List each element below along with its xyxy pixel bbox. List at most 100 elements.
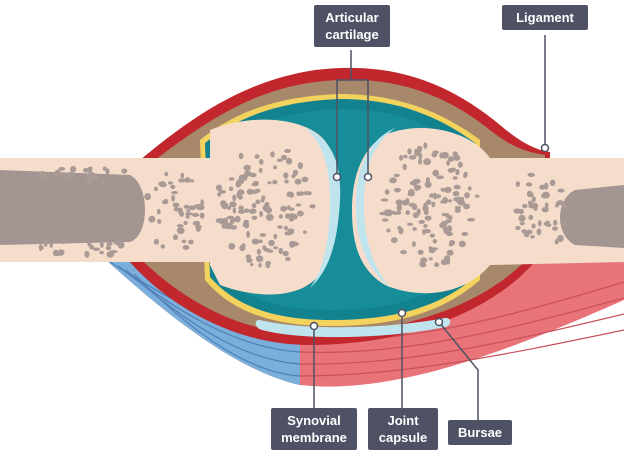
bone-pore xyxy=(443,186,452,193)
bone-pore xyxy=(542,191,550,199)
bone-pore xyxy=(416,208,421,216)
bone-pore xyxy=(121,168,128,174)
label-joint-capsule: Joint capsule xyxy=(368,408,438,450)
bone-pore xyxy=(448,215,453,221)
bone-pore xyxy=(200,199,204,206)
bone-pore xyxy=(411,241,416,247)
bone-pore xyxy=(407,148,412,155)
bone-pore xyxy=(286,191,294,198)
bone-pore xyxy=(180,172,185,179)
bone-pore xyxy=(258,263,262,268)
bone-pore xyxy=(420,263,427,268)
bone-pore xyxy=(162,200,168,205)
bone-pore xyxy=(446,160,450,166)
bone-pore xyxy=(89,172,95,177)
pointer-lines xyxy=(313,35,546,420)
bone-pore xyxy=(292,169,298,176)
bone-pore xyxy=(464,192,470,199)
bone-pore xyxy=(246,230,251,238)
bone-pore xyxy=(556,200,564,205)
bone-pore xyxy=(144,193,152,201)
bone-pore xyxy=(258,167,263,173)
bone-pore xyxy=(406,222,414,226)
bone-pore xyxy=(474,194,480,198)
bone-pore xyxy=(532,202,539,210)
bone-pore xyxy=(528,214,534,220)
bone-pore xyxy=(99,241,104,249)
bone-pore xyxy=(278,247,284,255)
bone-pore xyxy=(519,222,525,226)
bone-pore xyxy=(467,186,472,191)
bone-pore xyxy=(461,231,469,236)
bone-pore xyxy=(251,182,259,187)
bone-pore xyxy=(232,207,237,214)
bone-pore xyxy=(286,157,293,165)
bone-pore xyxy=(284,213,291,219)
bone-pore xyxy=(117,241,125,249)
bone-pore xyxy=(549,179,556,186)
bone-pore xyxy=(185,212,193,216)
bone-pore xyxy=(255,199,261,205)
bone-pore xyxy=(270,151,275,158)
bone-pore xyxy=(267,213,272,218)
bone-pore xyxy=(259,158,264,165)
bone-pore xyxy=(400,250,407,255)
bone-pore xyxy=(412,178,421,184)
bone-pore xyxy=(453,197,458,202)
bone-pore xyxy=(431,201,436,208)
bone-pore xyxy=(436,175,444,180)
bone-pore xyxy=(84,250,90,258)
label-articular-cartilage: Articular cartilage xyxy=(314,5,390,47)
bone-pore xyxy=(389,177,397,184)
bone-pore xyxy=(172,202,180,208)
bone-pore xyxy=(553,219,558,226)
bone-pore xyxy=(43,240,48,247)
label-bursae-line1: Bursae xyxy=(457,425,503,440)
bone-pore xyxy=(444,255,451,261)
bone-pore xyxy=(309,204,316,209)
bone-pore xyxy=(441,212,447,217)
bone-pore xyxy=(190,179,195,183)
bone-pore xyxy=(531,196,536,203)
bone-pore xyxy=(176,224,184,228)
bone-pore xyxy=(156,208,161,215)
bone-pore xyxy=(452,176,458,180)
bone-pore xyxy=(539,184,546,190)
bone-pore xyxy=(265,206,272,214)
bone-pore xyxy=(238,152,244,160)
bone-pore xyxy=(273,165,277,170)
bone-pore xyxy=(264,202,270,207)
right-marrow xyxy=(560,185,624,248)
bone-pore xyxy=(245,254,252,260)
bone-pore xyxy=(447,168,455,173)
bone-pore xyxy=(117,174,124,178)
bone-pore xyxy=(531,223,536,229)
bone-pore xyxy=(159,182,167,188)
left-articular-cartilage xyxy=(305,128,341,288)
bone-pores xyxy=(38,142,572,269)
bone-pore xyxy=(446,249,454,256)
bone-pore xyxy=(457,161,463,168)
bone-pore xyxy=(286,205,291,210)
bone-pore xyxy=(92,175,100,181)
bone-pore xyxy=(518,214,526,222)
bone-pore xyxy=(57,249,65,256)
bone-pore xyxy=(153,238,159,245)
bone-pore xyxy=(284,148,292,153)
bone-pore xyxy=(217,192,222,197)
bone-pore xyxy=(561,219,567,226)
bone-pore xyxy=(447,156,455,162)
bone-pore xyxy=(239,244,246,252)
bone-pore xyxy=(237,195,243,200)
bone-pore xyxy=(280,205,287,212)
bone-pore xyxy=(54,169,62,177)
bone-pore xyxy=(49,243,53,248)
bone-pore xyxy=(105,245,112,251)
bone-pore xyxy=(521,203,528,209)
bone-pore xyxy=(453,154,461,161)
bone-pore xyxy=(448,243,453,247)
bone-pore xyxy=(431,152,438,158)
bone-pore xyxy=(228,243,236,250)
bone-pore xyxy=(244,221,250,229)
